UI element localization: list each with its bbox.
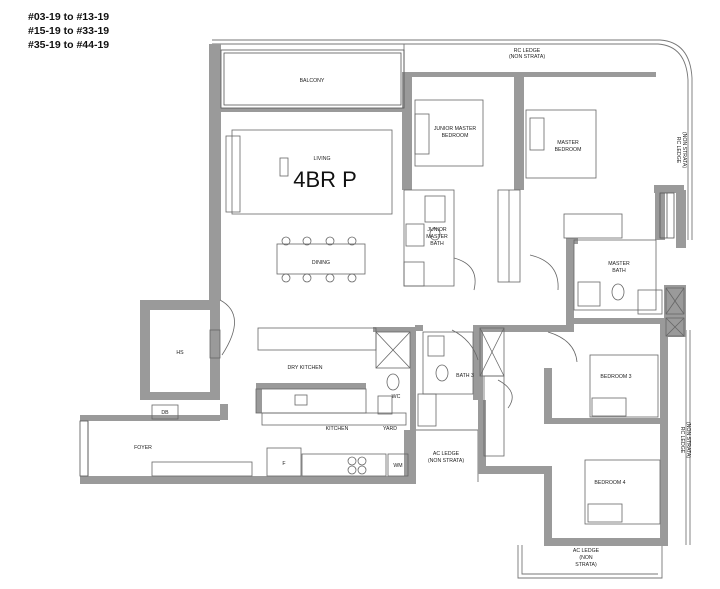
- ledge-right-lower-label-2: (NON STRATA): [685, 422, 691, 458]
- ledge-right-upper-label-2: (NON STRATA): [681, 132, 687, 168]
- db-label: DB: [161, 410, 169, 416]
- hs-label: HS: [176, 350, 184, 356]
- jr-master-bath-label-3: BATH: [430, 241, 444, 247]
- walls: [80, 44, 686, 546]
- ac-ledge-middle-label-1: AC LEDGE: [433, 451, 460, 457]
- master-bedroom-label-1: MASTER: [557, 140, 579, 146]
- ledge-right-lower-label-1: RC LEDGE: [679, 427, 685, 454]
- master-bedroom-label-2: BEDROOM: [555, 147, 582, 153]
- jr-master-bath-label-1: JUNIOR: [427, 227, 447, 233]
- yard-label: YARD: [383, 426, 397, 432]
- ledge-top-label-1: RC LEDGE: [514, 48, 541, 54]
- jr-master-bedroom-label-2: BEDROOM: [442, 133, 469, 139]
- unit-range-2: #15-19 to #33-19: [28, 25, 110, 37]
- bath3-label: BATH 3: [456, 373, 474, 379]
- unit-numbers: #03-19 to #13-19 #15-19 to #33-19 #35-19…: [28, 10, 109, 52]
- master-bath-label-1: MASTER: [608, 261, 630, 267]
- master-bath-label-2: BATH: [612, 268, 626, 274]
- balcony-label: BALCONY: [300, 78, 325, 84]
- ledge-top-label-2: (NON STRATA): [509, 54, 545, 60]
- ac-ledge-bottom-label-3: STRATA): [575, 562, 597, 568]
- bedroom4-label: BEDROOM 4: [594, 480, 625, 486]
- kitchen-label: KITCHEN: [326, 426, 349, 432]
- ac-ledge-bottom-label-1: AC LEDGE: [573, 548, 600, 554]
- ledge-outlines: [212, 39, 693, 579]
- ac-ledge-middle-label-2: (NON STRATA): [428, 458, 464, 464]
- wc-label: WC: [392, 394, 401, 400]
- dry-kitchen-label: DRY KITCHEN: [288, 365, 323, 371]
- interior-lines: [151, 99, 685, 525]
- glazing: [79, 49, 675, 477]
- foyer-label: FOYER: [134, 445, 152, 451]
- dining-label: DINING: [312, 260, 330, 266]
- bedroom3-label: BEDROOM 3: [600, 374, 631, 380]
- plan-type-label: 4BR P: [293, 167, 357, 192]
- unit-range-1: #03-19 to #13-19: [28, 11, 110, 23]
- jr-master-bath-label-2: MASTER: [426, 234, 448, 240]
- ledge-right-upper-label-1: RC LEDGE: [675, 137, 681, 164]
- ac-ledge-bottom-label-2: (NON: [579, 555, 593, 561]
- fridge-label: F: [282, 461, 285, 467]
- unit-range-3: #35-19 to #44-19: [28, 39, 110, 51]
- wm-label: WM: [393, 463, 402, 469]
- jr-master-bedroom-label-1: JUNIOR MASTER: [434, 126, 477, 132]
- room-labels: RC LEDGE (NON STRATA) BALCONY LIVING 4BR…: [134, 48, 691, 568]
- living-label: LIVING: [313, 156, 330, 162]
